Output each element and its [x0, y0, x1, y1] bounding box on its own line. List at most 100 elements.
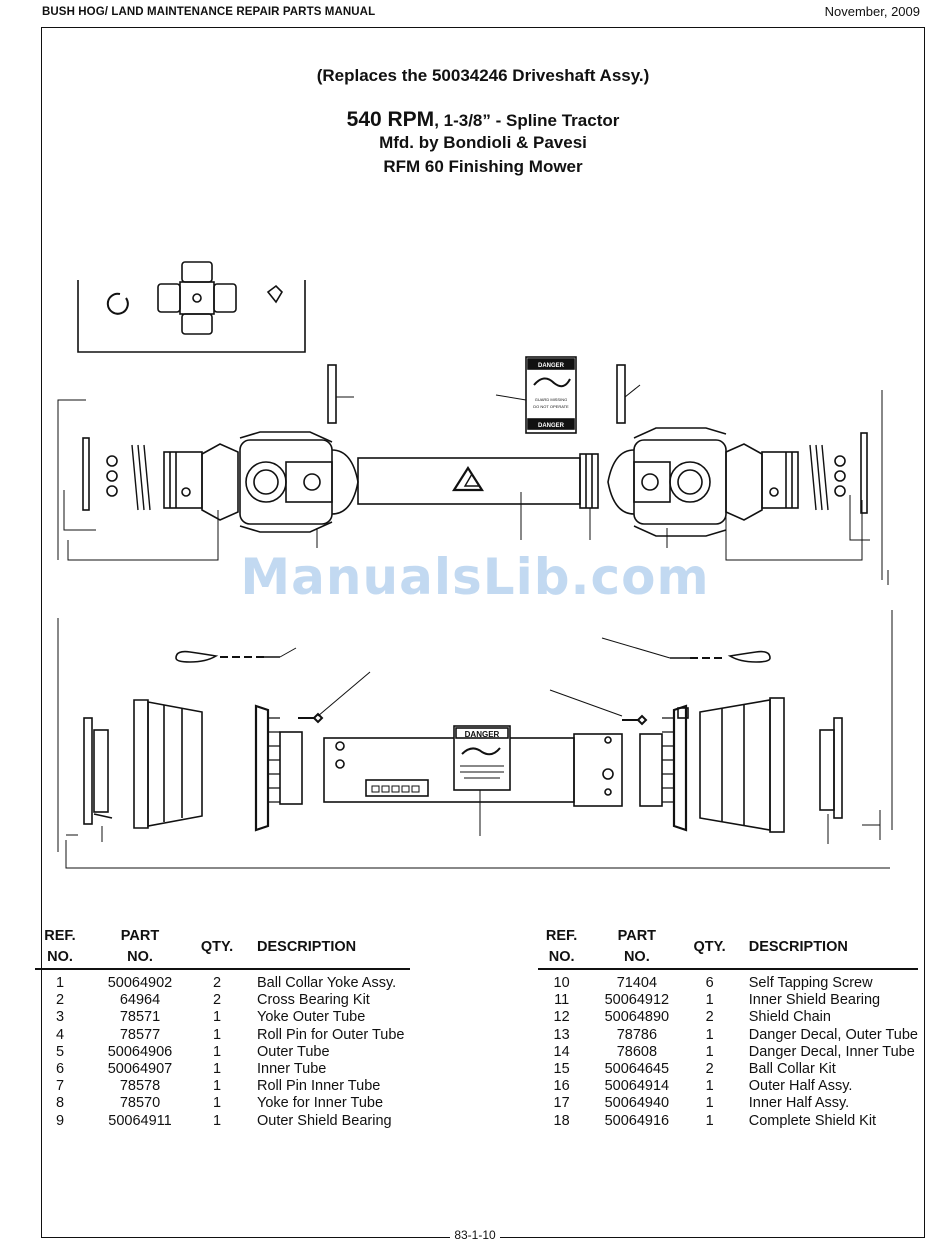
ref-cell: 13	[553, 1026, 570, 1043]
table-row: 13 78786 1 Danger Decal, Outer Tube	[538, 1027, 918, 1044]
shield-chain-right	[601, 637, 771, 663]
left-half-shield	[83, 699, 303, 842]
part-header-line1: PART	[617, 928, 657, 944]
ref-header-line1: REF.	[44, 928, 76, 944]
description-cell: Outer Tube	[257, 1043, 330, 1060]
ref-cell: 17	[553, 1095, 570, 1112]
manual-title: BUSH HOG/ LAND MAINTENANCE REPAIR PARTS …	[42, 6, 376, 18]
right-yoke-assembly	[607, 427, 799, 537]
ref-header-line2: NO.	[47, 949, 73, 965]
part-number-cell: 50064916	[604, 1112, 670, 1129]
qty-cell: 1	[705, 1026, 714, 1043]
part-number-cell: 78786	[616, 1026, 658, 1043]
qty-cell: 1	[212, 1009, 222, 1026]
spline-spec: , 1-3/8” - Spline Tractor	[434, 111, 620, 130]
description-cell: Danger Decal, Inner Tube	[748, 1043, 915, 1060]
qty-cell: 1	[212, 1078, 222, 1095]
manual-date: November, 2009	[824, 4, 920, 19]
qty-cell: 1	[705, 1112, 714, 1129]
qty-cell: 6	[705, 975, 714, 991]
ref-cell: 18	[553, 1112, 570, 1129]
qty-cell: 1	[212, 1095, 222, 1112]
ref-cell: 10	[553, 975, 570, 991]
part-number-cell: 64964	[119, 992, 161, 1009]
left-yoke-assembly	[163, 431, 359, 533]
rpm-value: 540 RPM	[346, 108, 435, 131]
replaces-note: (Replaces the 50034246 Driveshaft Assy.)	[316, 66, 650, 85]
cross-bearing-kit-inset	[77, 261, 306, 353]
model-line: RFM 60 Finishing Mower	[383, 157, 583, 176]
ref-cell: 12	[553, 1009, 570, 1026]
table-row: 5 50064906 1 Outer Tube	[35, 1044, 410, 1061]
qty-header: QTY.	[200, 938, 234, 955]
part-number-cell: 50064940	[604, 1095, 670, 1112]
qty-cell: 1	[705, 992, 714, 1009]
qty-cell: 1	[212, 1061, 222, 1078]
description-cell: Inner Tube	[257, 1061, 327, 1078]
description-cell: Ball Collar Yoke Assy.	[257, 975, 397, 991]
ref-no-header: REF. NO.	[35, 926, 85, 969]
part-number-cell: 78577	[119, 1026, 161, 1043]
part-number-cell: 50064906	[107, 1043, 173, 1060]
right-half-shield	[639, 697, 843, 844]
danger-bottom-label: DANGER	[538, 423, 565, 429]
ref-cell: 16	[553, 1078, 570, 1095]
ref-cell: 14	[553, 1043, 570, 1060]
description-header: DESCRIPTION	[257, 938, 357, 955]
qty-cell: 1	[705, 1095, 714, 1112]
rpm-spline-title: 540 RPM, 1-3/8” - Spline Tractor	[41, 108, 925, 132]
manufacturer-line: Mfd. by Bondioli & Pavesi	[379, 133, 587, 152]
shield-chain-left	[175, 647, 297, 663]
part-number-cell: 50064645	[604, 1061, 670, 1078]
part-header-line2: NO.	[127, 949, 153, 965]
ref-cell: 4	[55, 1026, 65, 1043]
ref-header-line2: NO.	[548, 949, 575, 965]
description-cell: Cross Bearing Kit	[257, 992, 370, 1009]
ref-header-line1: REF.	[545, 928, 578, 944]
part-header-line2: NO.	[623, 949, 650, 965]
part-number-cell: 50064902	[107, 975, 173, 991]
ref-cell: 1	[55, 975, 65, 991]
right-collar-parts	[809, 432, 868, 514]
table-row: 7 78578 1 Roll Pin Inner Tube	[35, 1078, 410, 1095]
danger-mid-text-1: GUARD MISSING	[535, 397, 567, 402]
qty-cell: 1	[212, 1043, 222, 1060]
part-no-header: PART NO.	[585, 926, 688, 969]
qty-cell: 2	[705, 1009, 714, 1026]
qty-header: QTY.	[693, 938, 726, 955]
part-number-cell: 78578	[119, 1078, 161, 1095]
ref-no-header: REF. NO.	[538, 926, 585, 969]
description-cell: Outer Half Assy.	[748, 1078, 853, 1095]
page-number-text: 83-1-10	[450, 1228, 500, 1242]
description-cell: Ball Collar Kit	[748, 1061, 836, 1078]
shield-tube	[323, 733, 623, 807]
ref-cell: 5	[55, 1043, 65, 1060]
danger-decal-inner: DANGER	[453, 725, 511, 836]
description-cell: Danger Decal, Outer Tube	[748, 1026, 918, 1043]
part-number-cell: 50064907	[107, 1061, 173, 1078]
driveshaft-exploded-diagram: DANGER GUARD MISSING DO NOT OPERATE DANG…	[57, 261, 893, 869]
description-cell: Roll Pin Inner Tube	[257, 1078, 381, 1095]
description-cell: Roll Pin for Outer Tube	[257, 1026, 405, 1043]
danger-top-label: DANGER	[538, 363, 565, 369]
ref-cell: 7	[55, 1078, 65, 1095]
qty-cell: 1	[705, 1078, 714, 1095]
qty-cell: 2	[212, 975, 222, 991]
ref-cell: 2	[55, 992, 65, 1009]
part-number-cell: 71404	[616, 975, 658, 991]
